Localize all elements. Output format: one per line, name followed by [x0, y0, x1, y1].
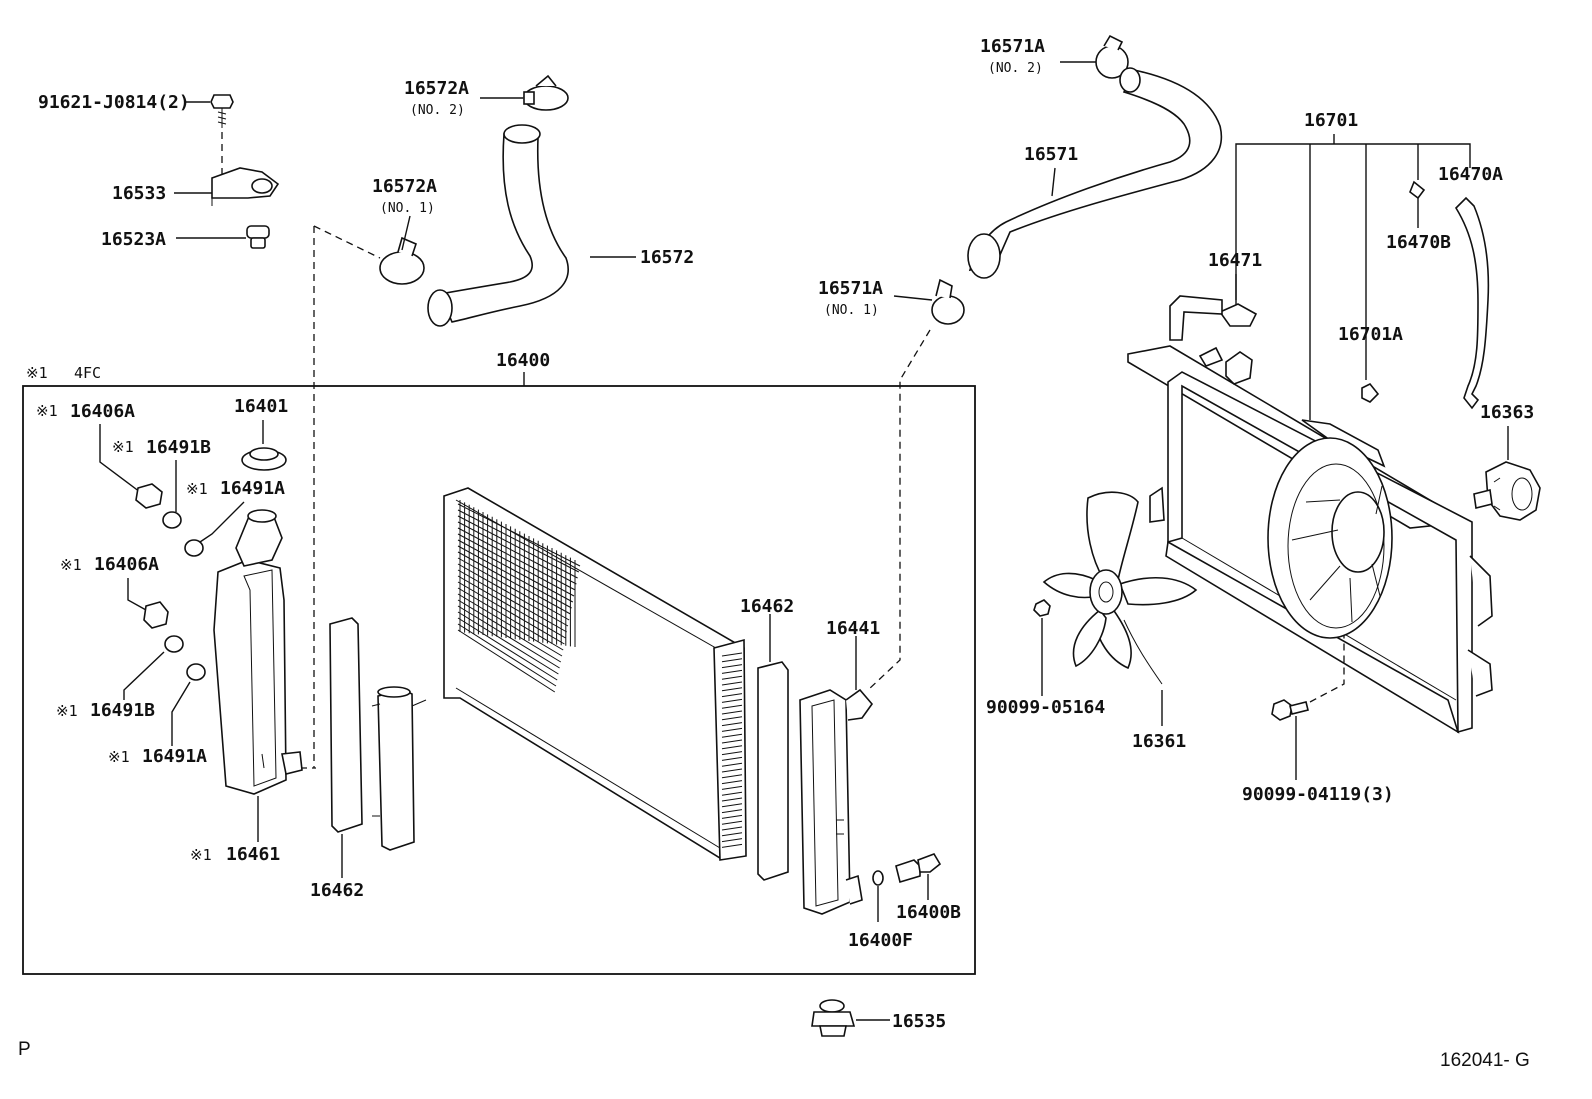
bracket-16533[interactable] [211, 167, 280, 206]
label-16401: 16401 [234, 396, 288, 417]
mark-16406A-mid: ※1 [60, 556, 82, 574]
gasket-16491B-top[interactable] [162, 511, 182, 529]
o-ring-16491A-mid[interactable] [186, 663, 206, 681]
core-side-plate[interactable] [371, 686, 427, 851]
clamp-16701A[interactable] [1361, 382, 1380, 403]
label-16363: 16363 [1480, 402, 1534, 423]
diagram-reference-code: 162041- G [1440, 1050, 1530, 1071]
label-16572A-no2: 16572A [404, 78, 469, 99]
corner-mark-p: P [18, 1039, 31, 1060]
drain-plug-16406A-top[interactable] [135, 483, 163, 509]
clamp-16571A-no2[interactable] [1095, 34, 1129, 79]
bolt-91621[interactable] [210, 94, 234, 128]
note-4fc: 4FC [74, 364, 101, 382]
drain-plug-16406A-mid[interactable] [143, 601, 169, 629]
clamp-16470B[interactable] [1409, 180, 1426, 200]
radiator-assembly-box [22, 385, 976, 975]
mark-16491A-low: ※1 [108, 748, 130, 766]
lower-radiator-hose-16571[interactable] [967, 67, 1223, 279]
fan-motor-16363[interactable] [1473, 461, 1541, 521]
label-16491B-top: 16491B [146, 437, 211, 458]
label-16491A-low: 16491A [142, 746, 207, 767]
label-16462-right: 16462 [740, 596, 794, 617]
cushion-16523A[interactable] [246, 225, 270, 249]
mark-16491A-top: ※1 [186, 480, 208, 498]
label-90099-05164: 90099-05164 [986, 697, 1105, 718]
label-16571A-no1: 16571A [818, 278, 883, 299]
label-16571A-no1-sub: (NO. 1) [824, 303, 879, 318]
label-16462-left: 16462 [310, 880, 364, 901]
clamp-16571A-no1[interactable] [931, 278, 965, 325]
label-90099-04119: 90099-04119(3) [1242, 784, 1394, 805]
upper-radiator-hose-16572[interactable] [427, 124, 569, 327]
gasket-16491B-mid[interactable] [164, 635, 184, 653]
label-16471: 16471 [1208, 250, 1262, 271]
label-16572A-no1: 16572A [372, 176, 437, 197]
label-16533: 16533 [112, 183, 166, 204]
o-ring-16400F[interactable] [872, 870, 884, 886]
label-16441: 16441 [826, 618, 880, 639]
right-tank-16441[interactable] [799, 688, 874, 915]
mark-16461: ※1 [190, 846, 212, 864]
mark-16491B-top: ※1 [112, 438, 134, 456]
label-16523A: 16523A [101, 229, 166, 250]
right-tank-gasket-16462[interactable] [757, 661, 789, 881]
label-16571: 16571 [1024, 144, 1078, 165]
label-16701: 16701 [1304, 110, 1358, 131]
bolt-90099-04119[interactable] [1271, 699, 1309, 721]
fan-ring[interactable] [1267, 437, 1393, 639]
clamp-16471[interactable] [1169, 295, 1258, 341]
nut-90099-05164[interactable] [1033, 599, 1051, 617]
clamp-16572A-no2[interactable] [523, 74, 569, 111]
left-tank-16461[interactable] [213, 509, 303, 795]
clamp-16572A-no1[interactable] [379, 236, 425, 285]
label-16491B-low: 16491B [90, 700, 155, 721]
label-16571A-no2: 16571A [980, 36, 1045, 57]
mark-16491B-low: ※1 [56, 702, 78, 720]
mark-16406A-top: ※1 [36, 402, 58, 420]
cushion-16535[interactable] [811, 999, 856, 1037]
o-ring-16491A-top[interactable] [184, 539, 204, 557]
label-16701A: 16701A [1338, 324, 1403, 345]
label-16400F: 16400F [848, 930, 913, 951]
radiator-core[interactable] [443, 487, 747, 861]
label-16535: 16535 [892, 1011, 946, 1032]
reservoir-hose-16470A[interactable] [1454, 196, 1490, 410]
left-tank-gasket-16462[interactable] [329, 617, 363, 833]
label-16361: 16361 [1132, 731, 1186, 752]
label-16572: 16572 [640, 247, 694, 268]
label-16461: 16461 [226, 844, 280, 865]
label-16572A-no2-sub: (NO. 2) [410, 103, 465, 118]
label-16470B: 16470B [1386, 232, 1451, 253]
cooling-fan-16361[interactable] [1042, 491, 1198, 685]
label-16491A-top: 16491A [220, 478, 285, 499]
label-91621: 91621-J0814(2) [38, 92, 190, 113]
radiator-cap-16401[interactable] [241, 447, 287, 471]
label-16572A-no1-sub: (NO. 1) [380, 201, 435, 216]
label-16406A-top: 16406A [70, 401, 135, 422]
label-16400B: 16400B [896, 902, 961, 923]
label-16571A-no2-sub: (NO. 2) [988, 61, 1043, 76]
label-16470A: 16470A [1438, 164, 1503, 185]
label-16400: 16400 [496, 350, 550, 371]
note-4fc-mark: ※1 [26, 364, 48, 382]
drain-cock-16400B[interactable] [895, 853, 942, 884]
label-16406A-mid: 16406A [94, 554, 159, 575]
